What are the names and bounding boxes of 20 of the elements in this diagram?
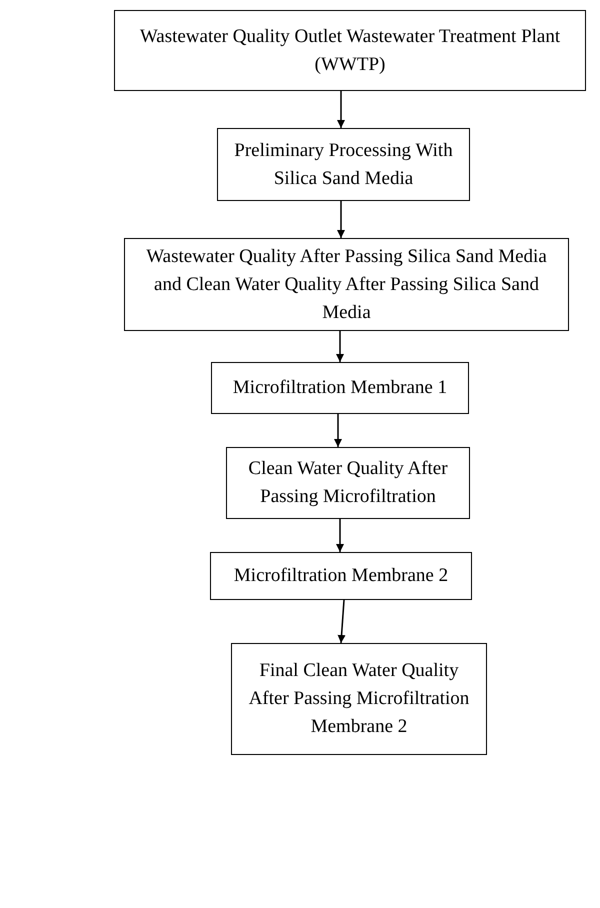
box-text: Microfiltration Membrane 1 [232,376,448,400]
process-box [210,552,472,600]
box-text: Microfiltration Membrane 2 [234,564,448,588]
arrow [336,331,344,362]
process-box [211,362,469,414]
box-text: Wastewater Quality Outlet Wastewater Treatment Plant (WWTP) [138,24,562,76]
process-box [217,128,470,201]
box-text: Wastewater Quality After Passing Silica Sand Media and Clean Water Quality After Passing Silica Sand Media [145,244,548,324]
process-box [226,447,470,519]
arrow [336,519,344,552]
arrow [338,600,346,644]
box-text: Clean Water Quality After Passing Microfiltration [247,457,449,509]
box-text: Final Clean Water Quality After Passing Microfiltration Membrane 2 [248,659,470,739]
process-box [124,238,569,331]
arrow [334,414,342,447]
process-box [231,643,487,755]
box-text: Preliminary Processing With Silica Sand Media [233,138,454,190]
arrow [337,201,345,238]
arrow [337,91,345,128]
process-box [114,10,586,91]
